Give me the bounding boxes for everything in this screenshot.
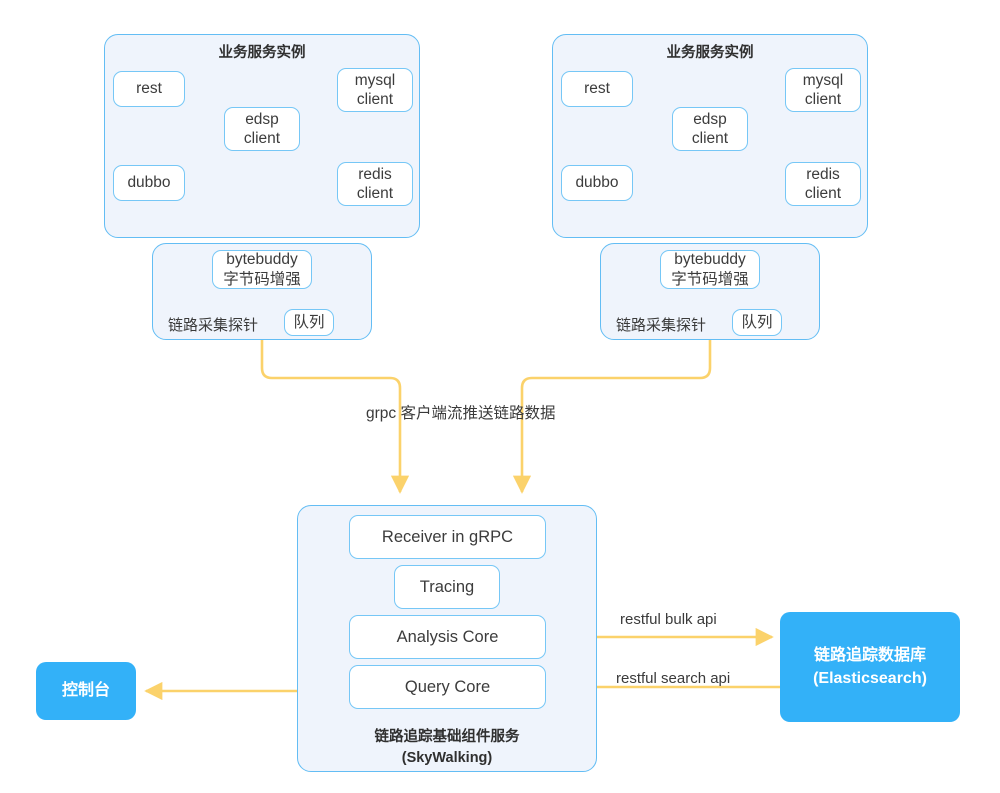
probe-queue-label-left: 队列 (293, 313, 325, 331)
probe-queue-left[interactable]: 队列 (284, 309, 334, 336)
backend-panel-title: 链路追踪基础组件服务 (SkyWalking) (297, 727, 597, 769)
mysql-client-component-right[interactable]: mysql client (785, 68, 861, 112)
redis-client-component-left[interactable]: redis client (337, 162, 413, 206)
analysis-core-label: Analysis Core (396, 627, 499, 646)
edsp-client-component-left[interactable]: edsp client (224, 107, 300, 151)
mysql-client-label-line1: mysql (354, 71, 396, 89)
backend-title-en: (SkyWalking) (401, 750, 493, 767)
bytebuddy-enhancer-right[interactable]: bytebuddy 字节码增强 (660, 250, 760, 289)
mysql-client-label-line2: client (804, 91, 842, 108)
rest-component-label-right: rest (584, 80, 610, 98)
query-core-module[interactable]: Query Core (349, 665, 546, 709)
edsp-client-label-line2: client (243, 130, 281, 147)
analysis-core-module[interactable]: Analysis Core (349, 615, 546, 659)
bytebuddy-label-line1: bytebuddy (226, 251, 298, 269)
grpc-edge-label: grpc 客户端流推送链路数据 (366, 405, 556, 422)
bytebuddy-label-line1: bytebuddy (674, 251, 746, 269)
storage-title-cn: 链路追踪数据库 (813, 646, 926, 664)
backend-title-cn: 链路追踪基础组件服务 (374, 729, 520, 745)
bulk-api-edge-label: restful bulk api (620, 611, 717, 628)
dubbo-component-label-left: dubbo (127, 174, 171, 192)
edsp-client-label-line1: edsp (245, 110, 279, 128)
probe-queue-label-right: 队列 (741, 313, 773, 331)
storage-title-en: (Elasticsearch) (813, 670, 927, 687)
console-box[interactable]: 控制台 (36, 662, 136, 720)
console-label: 控制台 (61, 682, 110, 699)
service-instance-title-right: 业务服务实例 (666, 45, 754, 61)
bytebuddy-label-line2: 字节码增强 (223, 270, 301, 288)
redis-client-label-line2: client (356, 185, 394, 202)
rest-component-label-left: rest (136, 80, 162, 98)
edsp-client-label-line1: edsp (693, 110, 727, 128)
service-instance-title-left: 业务服务实例 (218, 45, 306, 61)
probe-queue-right[interactable]: 队列 (732, 309, 782, 336)
mysql-client-component-left[interactable]: mysql client (337, 68, 413, 112)
bytebuddy-label-line2: 字节码增强 (671, 270, 749, 288)
probe-panel-label-right: 链路采集探针 (616, 317, 707, 334)
redis-client-label-line2: client (804, 185, 842, 202)
tracing-label: Tracing (419, 577, 475, 596)
storage-elasticsearch-box[interactable]: 链路追踪数据库 (Elasticsearch) (780, 612, 960, 722)
dubbo-component-label-right: dubbo (575, 174, 619, 192)
search-api-edge-label: restful search api (616, 670, 731, 687)
probe-panel-label-left: 链路采集探针 (168, 317, 259, 334)
bytebuddy-enhancer-left[interactable]: bytebuddy 字节码增强 (212, 250, 312, 289)
edsp-client-component-right[interactable]: edsp client (672, 107, 748, 151)
receiver-in-grpc-label: Receiver in gRPC (381, 527, 514, 546)
dubbo-component-right[interactable]: dubbo (561, 165, 633, 201)
receiver-in-grpc-module[interactable]: Receiver in gRPC (349, 515, 546, 559)
tracing-module[interactable]: Tracing (394, 565, 500, 609)
edsp-client-label-line2: client (691, 130, 729, 147)
mysql-client-label-line2: client (356, 91, 394, 108)
redis-client-label-line1: redis (358, 165, 392, 183)
dubbo-component-left[interactable]: dubbo (113, 165, 185, 201)
redis-client-label-line1: redis (806, 165, 840, 183)
redis-client-component-right[interactable]: redis client (785, 162, 861, 206)
rest-component-left[interactable]: rest (113, 71, 185, 107)
mysql-client-label-line1: mysql (802, 71, 844, 89)
rest-component-right[interactable]: rest (561, 71, 633, 107)
query-core-label: Query Core (404, 677, 491, 696)
